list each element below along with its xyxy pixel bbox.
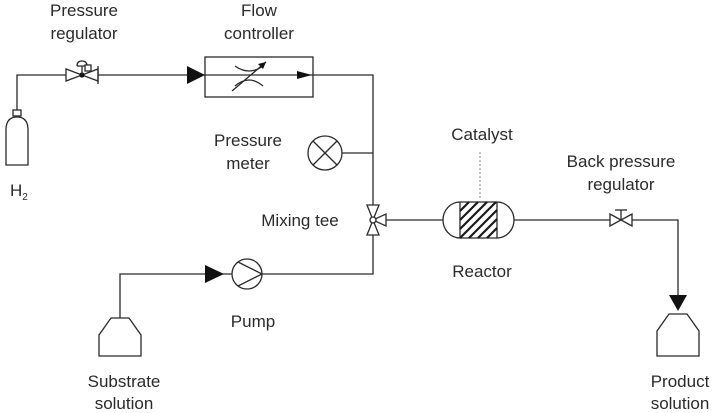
pump-icon — [205, 258, 264, 290]
mixing-tee-label: Mixing tee — [261, 211, 338, 230]
catalyst-label: Catalyst — [451, 125, 513, 144]
labels: Pressure regulator Flow controller Press… — [10, 1, 710, 413]
pipe-bpr-to-product — [632, 219, 679, 295]
catalyst-hatch — [459, 201, 498, 239]
back-pressure-regulator-icon — [609, 209, 633, 228]
reactor-icon — [442, 152, 515, 239]
pipe-flow-to-tee — [313, 74, 374, 205]
pressure-regulator-label-line1: Pressure — [50, 1, 118, 20]
substrate-solution-label-line1: Substrate — [88, 372, 161, 391]
flow-controller-icon — [187, 56, 314, 98]
h2-cylinder-icon — [5, 109, 29, 166]
back-pressure-regulator-label-line1: Back pressure — [567, 152, 676, 171]
product-solution-label-line2: solution — [651, 394, 710, 413]
h2-label-main: H — [10, 181, 22, 200]
h2-label-subscript: 2 — [22, 192, 28, 203]
product-solution-label-line1: Product — [651, 372, 710, 391]
pressure-regulator-valve-icon — [65, 60, 99, 84]
pressure-regulator-label-line2: regulator — [50, 24, 117, 43]
pipe-substrate-to-pump — [119, 273, 232, 318]
pipe-h2-supply — [16, 74, 66, 110]
pipe-pump-to-tee — [262, 234, 374, 275]
back-pressure-regulator-label-line2: regulator — [587, 175, 654, 194]
pump-label: Pump — [231, 312, 275, 331]
flow-controller-label-line2: controller — [224, 24, 294, 43]
flow-controller-label-line1: Flow — [241, 1, 278, 20]
pipe-lines — [16, 74, 679, 318]
pressure-meter-icon — [307, 135, 343, 171]
mixing-tee-icon — [366, 204, 387, 236]
h2-label: H2 — [10, 181, 28, 203]
pressure-meter-label-line2: meter — [226, 154, 270, 173]
pressure-meter-label-line1: Pressure — [214, 131, 282, 150]
substrate-bottle-icon — [98, 317, 142, 357]
product-bottle-icon — [656, 295, 700, 357]
substrate-solution-label-line2: solution — [95, 394, 154, 413]
reactor-label: Reactor — [452, 262, 512, 281]
